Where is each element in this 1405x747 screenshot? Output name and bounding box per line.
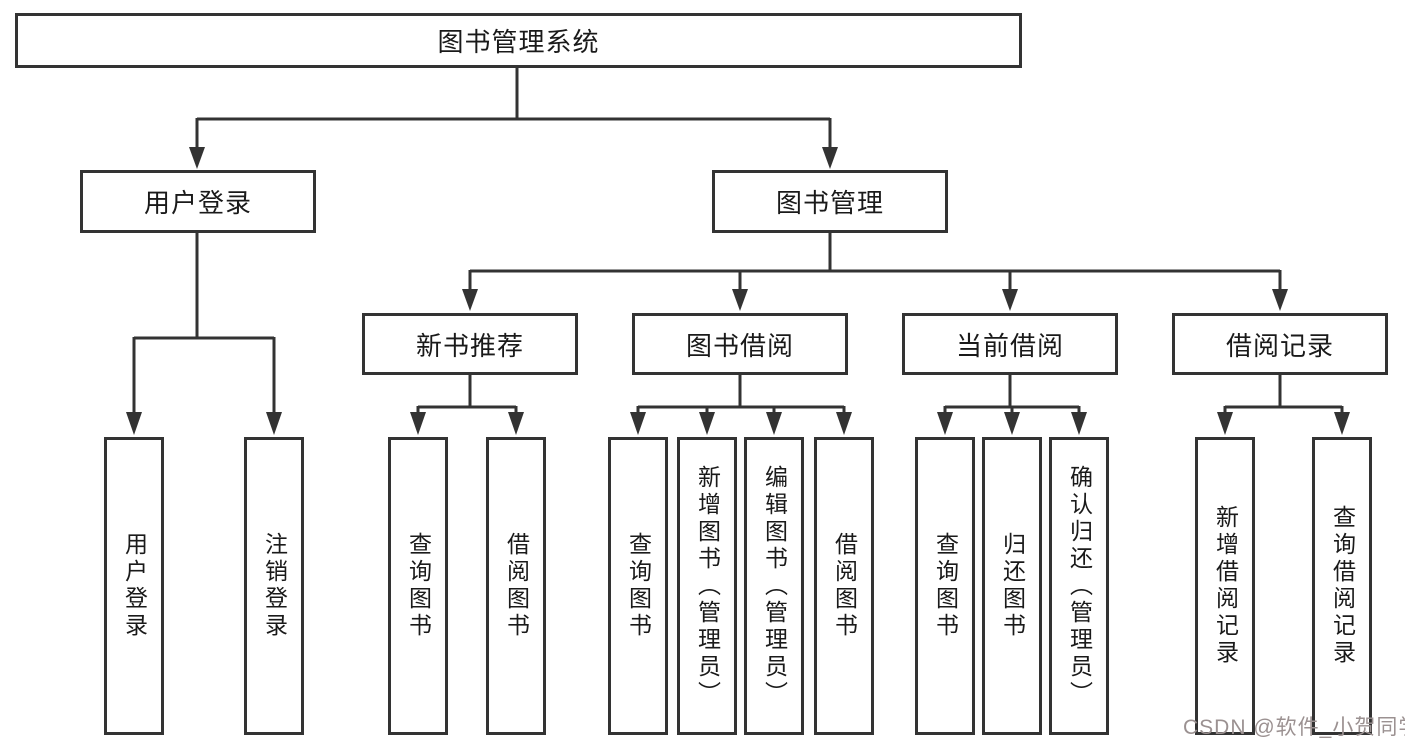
node-label: 查询图书 <box>405 532 432 640</box>
node-leaf-add-borrow-record: 新增借阅记录 <box>1195 437 1255 735</box>
node-label: 新增图书（管理员） <box>694 464 721 708</box>
node-label: 查询借阅记录 <box>1329 505 1356 667</box>
node-borrow-record: 借阅记录 <box>1172 313 1388 375</box>
node-leaf-query-book-3: 查询图书 <box>915 437 975 735</box>
node-book-borrow: 图书借阅 <box>632 313 848 375</box>
arrowhead <box>732 289 748 311</box>
node-leaf-return-book: 归还图书 <box>982 437 1042 735</box>
node-label: 查询图书 <box>932 532 959 640</box>
node-leaf-logout: 注销登录 <box>244 437 304 735</box>
arrowhead <box>1272 289 1288 311</box>
node-label: 编辑图书（管理员） <box>761 464 788 708</box>
node-label: 借阅图书 <box>503 532 530 640</box>
arrowhead <box>1334 412 1350 435</box>
arrowhead <box>266 412 282 435</box>
arrowhead <box>508 412 524 435</box>
arrowhead <box>630 412 646 435</box>
node-leaf-user-login: 用户登录 <box>104 437 164 735</box>
csdn-watermark: CSDN @软件_小贺同学 <box>1183 716 1405 739</box>
node-leaf-query-book-1: 查询图书 <box>388 437 448 735</box>
arrowhead <box>126 412 142 435</box>
node-label: 新书推荐 <box>415 330 524 361</box>
arrowhead <box>937 412 953 435</box>
node-current-borrow: 当前借阅 <box>902 313 1118 375</box>
arrowhead <box>766 412 782 435</box>
node-leaf-confirm-return-admin: 确认归还（管理员） <box>1049 437 1109 735</box>
node-label: 图书管理系统 <box>437 27 600 57</box>
arrowhead <box>1002 289 1018 311</box>
node-user-login: 用户登录 <box>80 170 316 233</box>
node-leaf-add-book-admin: 新增图书（管理员） <box>677 437 737 735</box>
node-root-system: 图书管理系统 <box>15 13 1022 68</box>
node-leaf-query-book-2: 查询图书 <box>608 437 668 735</box>
node-label: 确认归还（管理员） <box>1066 464 1093 708</box>
node-label: 用户登录 <box>121 532 148 640</box>
arrowhead <box>1217 412 1233 435</box>
node-label: 新增借阅记录 <box>1212 505 1239 667</box>
node-leaf-borrow-book-2: 借阅图书 <box>814 437 874 735</box>
node-label: 查询图书 <box>625 532 652 640</box>
node-new-book-recommend: 新书推荐 <box>362 313 578 375</box>
arrowhead <box>189 147 205 169</box>
arrowhead <box>410 412 426 435</box>
node-label: 图书借阅 <box>685 330 794 361</box>
node-label: 归还图书 <box>999 532 1026 640</box>
node-leaf-edit-book-admin: 编辑图书（管理员） <box>744 437 804 735</box>
arrowhead <box>1071 412 1087 435</box>
node-leaf-query-borrow-record: 查询借阅记录 <box>1312 437 1372 735</box>
node-book-management: 图书管理 <box>712 170 948 233</box>
node-label: 注销登录 <box>261 532 288 640</box>
node-label: 图书管理 <box>775 188 884 218</box>
arrowhead <box>1004 412 1020 435</box>
node-label: 借阅图书 <box>831 532 858 640</box>
node-label: 当前借阅 <box>955 330 1064 361</box>
arrowhead <box>699 412 715 435</box>
arrowhead <box>822 147 838 169</box>
arrowhead <box>462 289 478 311</box>
arrowhead <box>836 412 852 435</box>
node-label: 用户登录 <box>143 188 252 218</box>
node-leaf-borrow-book-1: 借阅图书 <box>486 437 546 735</box>
node-label: 借阅记录 <box>1225 330 1334 361</box>
